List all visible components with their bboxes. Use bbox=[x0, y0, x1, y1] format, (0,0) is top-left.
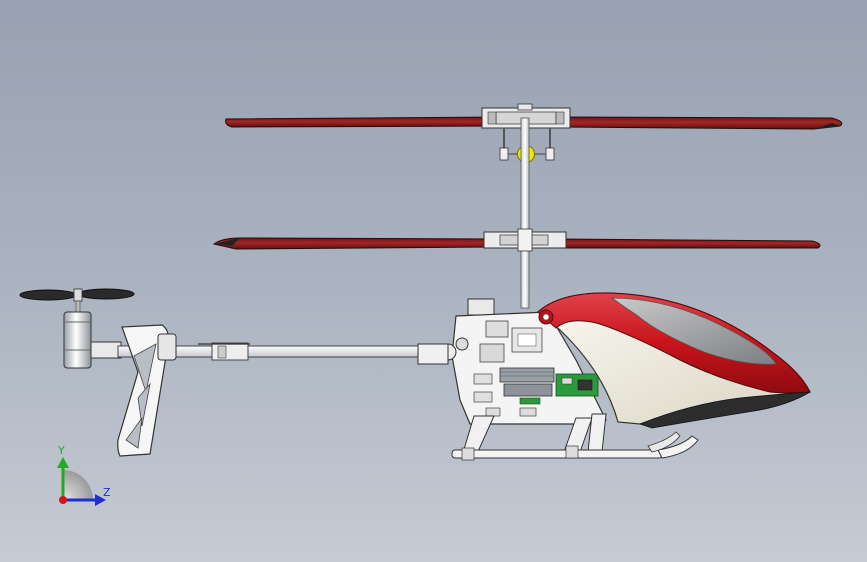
canopy bbox=[537, 292, 811, 429]
lower-rotor bbox=[212, 228, 821, 252]
x-axis-icon bbox=[59, 496, 67, 504]
tail-fin bbox=[117, 324, 177, 457]
y-axis-label: Y bbox=[58, 444, 65, 457]
axis-triad bbox=[57, 457, 106, 506]
z-axis-label: Z bbox=[103, 486, 111, 499]
upper-rotor bbox=[225, 103, 843, 163]
tail-rotor bbox=[19, 288, 135, 369]
main-shaft bbox=[520, 117, 530, 309]
boom-bracket bbox=[198, 342, 250, 361]
landing-gear bbox=[451, 413, 699, 461]
